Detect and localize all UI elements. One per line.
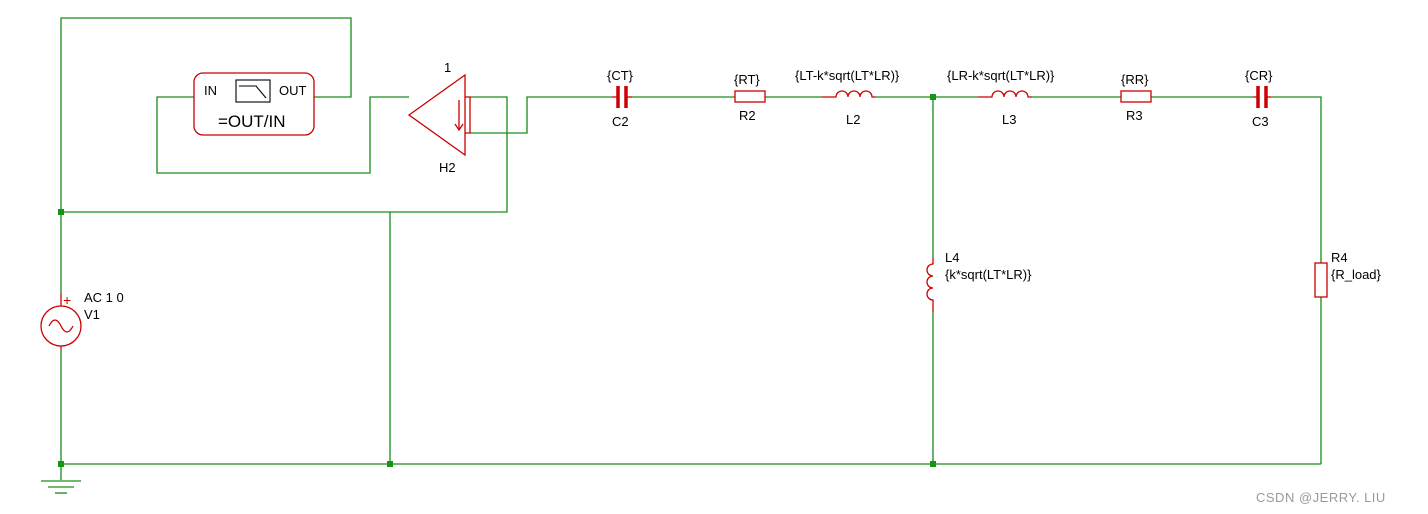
h2-ref: H2 xyxy=(439,160,456,175)
l2-ref: L2 xyxy=(846,112,860,127)
junction-node xyxy=(58,209,64,215)
wire-h2-to-c2 xyxy=(470,96,612,134)
junction-node xyxy=(387,461,393,467)
junctions xyxy=(58,94,936,467)
filter-block[interactable]: IN OUT =OUT/IN xyxy=(193,72,315,136)
wire-h2-sense xyxy=(61,96,508,213)
capacitor-c3[interactable]: {CR} C3 xyxy=(1245,68,1273,129)
junction-node xyxy=(930,94,936,100)
l3-ref: L3 xyxy=(1002,112,1016,127)
junction-node xyxy=(930,461,936,467)
r2-ref: R2 xyxy=(739,108,756,123)
filter-out-label: OUT xyxy=(279,83,307,98)
v1-ref: V1 xyxy=(84,307,100,322)
sine-wave-icon xyxy=(48,319,74,333)
r4-ref: R4 xyxy=(1331,250,1348,265)
l4-ref: L4 xyxy=(945,250,959,265)
capacitor-c2[interactable]: {CT} C2 xyxy=(607,68,634,129)
r3-ref: R3 xyxy=(1126,108,1143,123)
wires xyxy=(60,17,1322,480)
l3-value: {LR-k*sqrt(LT*LR)} xyxy=(947,68,1055,83)
wire-c3-r4 xyxy=(1271,96,1322,263)
c2-value: {CT} xyxy=(607,68,634,83)
junction-node xyxy=(58,461,64,467)
r2-value: {RT} xyxy=(734,72,760,87)
c3-value: {CR} xyxy=(1245,68,1273,83)
inductor-l3[interactable]: {LR-k*sqrt(LT*LR)} L3 xyxy=(947,68,1055,127)
inductor-l4[interactable]: L4 {k*sqrt(LT*LR)} xyxy=(926,250,1032,312)
l2-value: {LT-k*sqrt(LT*LR)} xyxy=(795,68,900,83)
ground-icon xyxy=(41,480,81,494)
r4-value: {R_load} xyxy=(1331,267,1382,282)
lowpass-icon xyxy=(235,79,271,103)
watermark: CSDN @JERRY. LIU xyxy=(1256,490,1386,505)
controlled-source-h2[interactable]: 1 H2 xyxy=(407,60,471,175)
c2-ref: C2 xyxy=(612,114,629,129)
wire-feedback-loop xyxy=(60,17,352,212)
resistor-r2[interactable]: {RT} R2 xyxy=(734,72,766,123)
ac-source-v1[interactable]: + AC 1 0 V1 xyxy=(40,290,124,349)
v1-polarity: + xyxy=(63,292,71,308)
filter-expression: =OUT/IN xyxy=(218,112,286,131)
v1-value: AC 1 0 xyxy=(84,290,124,305)
r3-value: {RR} xyxy=(1121,72,1149,87)
filter-in-label: IN xyxy=(204,83,217,98)
inductor-l2[interactable]: {LT-k*sqrt(LT*LR)} L2 xyxy=(795,68,900,127)
h2-value: 1 xyxy=(444,60,451,75)
resistor-r3[interactable]: {RR} R3 xyxy=(1120,72,1152,123)
c3-ref: C3 xyxy=(1252,114,1269,129)
l4-value: {k*sqrt(LT*LR)} xyxy=(945,267,1032,282)
resistor-r4[interactable]: R4 {R_load} xyxy=(1314,250,1382,298)
wire-filter-in xyxy=(156,96,409,174)
